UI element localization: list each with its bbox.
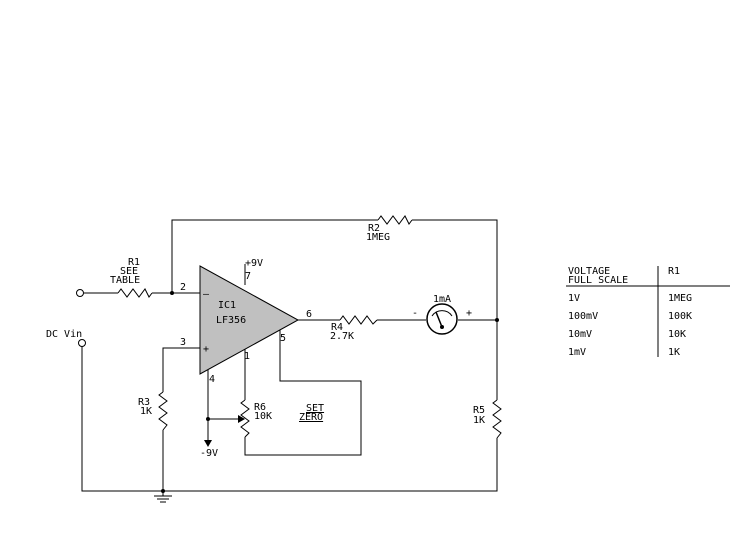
vneg-arrow-icon [204, 440, 212, 447]
table-header-r1: R1 [668, 266, 680, 277]
vneg-label: -9V [200, 448, 218, 459]
meter-minus: - [412, 308, 418, 319]
ic-name: IC1 [218, 300, 236, 311]
inverting-sign: – [203, 289, 210, 300]
input-terminal [76, 289, 84, 297]
r6-potentiometer [240, 399, 250, 438]
r1-label: R1 [128, 257, 140, 268]
ic-part: LF356 [216, 315, 246, 326]
r6-wiper-arrow [238, 415, 245, 423]
table-row-r1: 1MEG [668, 293, 692, 304]
pin-3: 3 [180, 337, 186, 348]
table-header-voltage-2: FULL SCALE [568, 275, 628, 286]
r2-label: R2 [368, 223, 380, 234]
table-row-r1: 1K [668, 347, 680, 358]
pin-4: 4 [209, 374, 215, 385]
table-row-voltage: 1V [568, 293, 580, 304]
set-zero-label-2: ZERO [299, 412, 323, 423]
meter-plus: + [466, 308, 472, 319]
table-row-r1: 10K [668, 329, 686, 340]
r4-resistor [339, 315, 378, 325]
table-row-voltage: 10mV [568, 329, 592, 340]
ground-icon [154, 492, 172, 503]
r4-value: 2.7K [330, 331, 354, 342]
r5-resistor [492, 399, 502, 439]
r2-value: 1MEG [366, 232, 390, 243]
opamp-triangle [199, 265, 300, 375]
pin-2: 2 [180, 282, 186, 293]
r3-resistor [158, 391, 168, 431]
set-zero-label-1: SET [306, 403, 324, 414]
table-row-r1: 100K [668, 311, 692, 322]
r1-selection-table: VOLTAGE FULL SCALE R1 1V 1MEG 100mV 100K… [566, 266, 730, 358]
table-row-voltage: 100mV [568, 311, 598, 322]
junction-dots [161, 291, 499, 493]
r5-label: R5 [473, 405, 485, 416]
r3-value: 1K [140, 406, 152, 417]
ammeter [426, 303, 458, 335]
r1-value-2: TABLE [110, 275, 140, 286]
wires [81, 219, 498, 492]
pin-7: 7 [245, 271, 251, 282]
vpos-label: +9V [245, 258, 263, 269]
r4-label: R4 [331, 322, 343, 333]
r6-label: R6 [254, 402, 266, 413]
meter-label: 1mA [433, 294, 451, 305]
table-header-voltage-1: VOLTAGE [568, 266, 610, 277]
pin-1: 1 [244, 351, 250, 362]
r1-value-1: SEE [120, 266, 138, 277]
dc-vin-label: DC Vin [46, 329, 82, 340]
r6-value: 10K [254, 411, 272, 422]
r5-value: 1K [473, 415, 485, 426]
r3-label: R3 [138, 397, 150, 408]
table-row-voltage: 1mV [568, 347, 586, 358]
dc-vin-terminal [78, 339, 86, 347]
r2-resistor [377, 215, 413, 225]
pin-5: 5 [280, 333, 286, 344]
pin-6: 6 [306, 309, 312, 320]
noninverting-sign: + [203, 344, 209, 355]
r1-resistor [117, 288, 153, 298]
